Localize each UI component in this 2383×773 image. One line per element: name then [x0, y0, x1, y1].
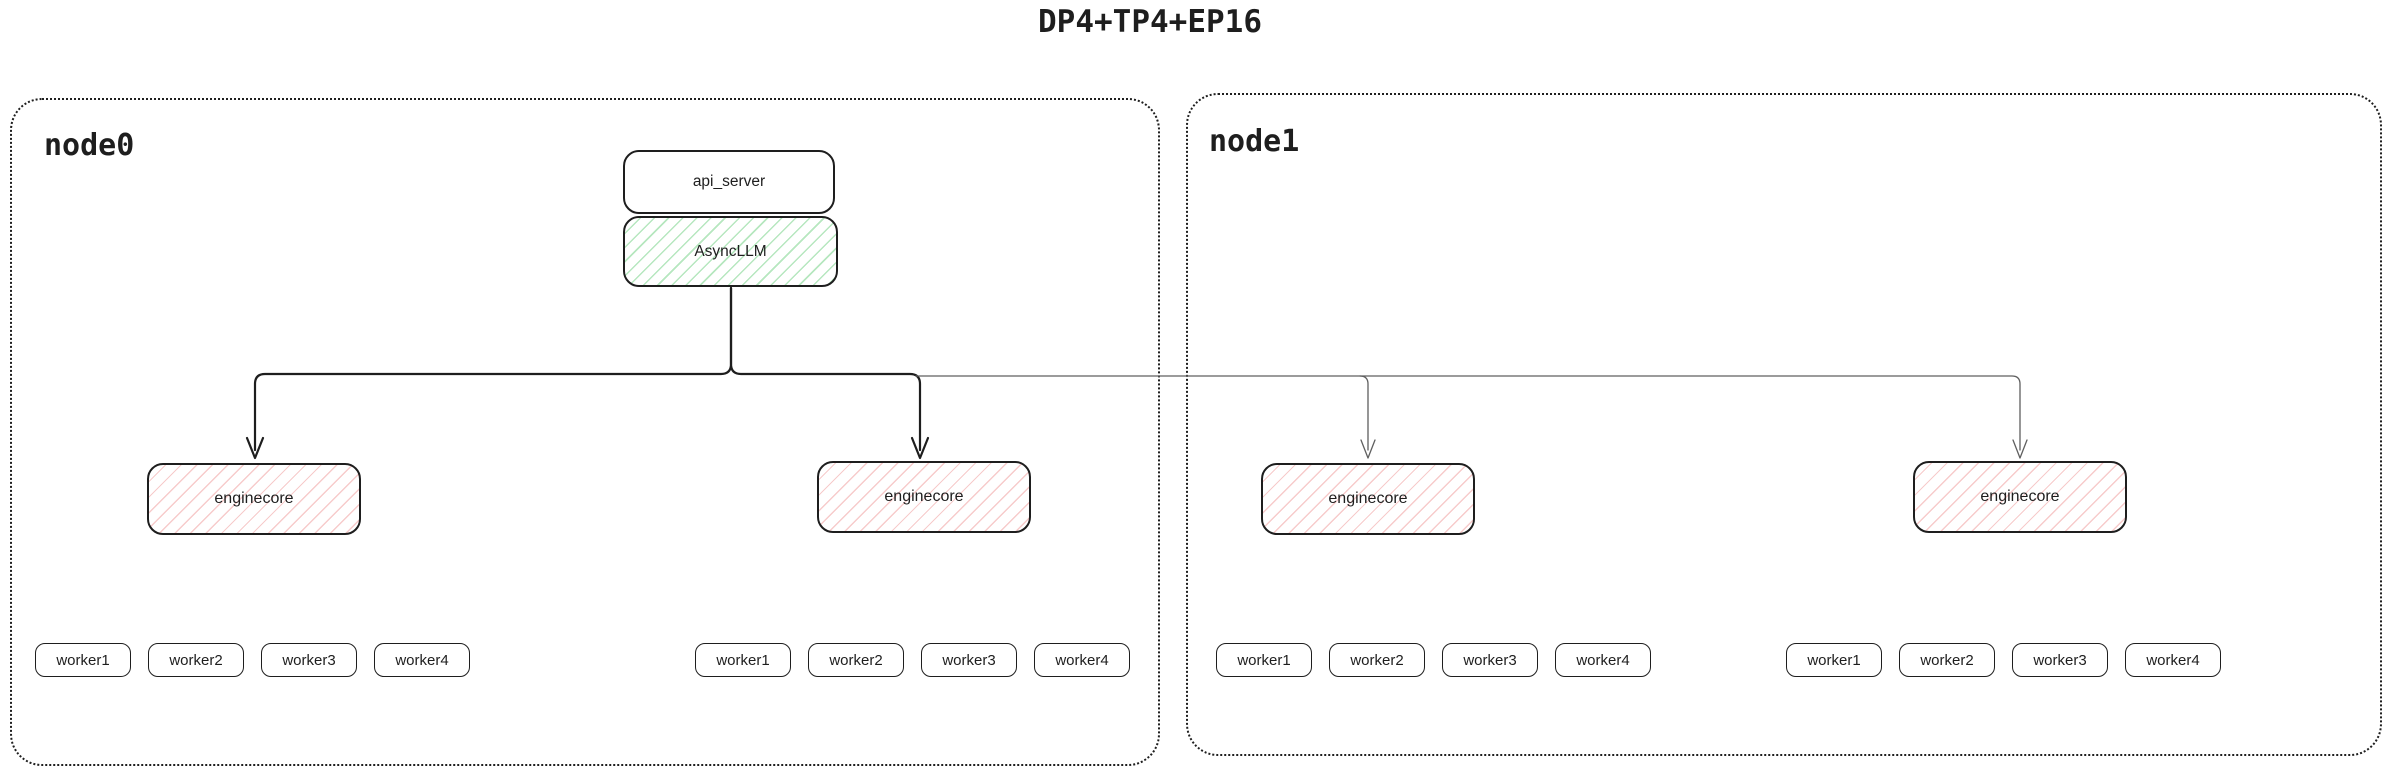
worker-box: worker1	[1216, 643, 1312, 677]
node0-enginecore-1-workers: worker1 worker2 worker3 worker4	[35, 643, 470, 677]
enginecore-label: enginecore	[214, 490, 294, 507]
worker-box: worker2	[1329, 643, 1425, 677]
node0-enginecore-1: enginecore	[147, 463, 361, 535]
worker-box: worker2	[1899, 643, 1995, 677]
node0-enginecore-2-workers: worker1 worker2 worker3 worker4	[695, 643, 1130, 677]
worker-box: worker1	[35, 643, 131, 677]
node1-enginecore-1-workers: worker1 worker2 worker3 worker4	[1216, 643, 1651, 677]
worker-box: worker3	[1442, 643, 1538, 677]
diagram-title: DP4+TP4+EP16	[1038, 4, 1262, 40]
enginecore-label: enginecore	[1328, 490, 1408, 507]
node0-label: node0	[44, 128, 135, 163]
worker-box: worker2	[148, 643, 244, 677]
asyncllm-box: AsyncLLM	[623, 216, 838, 287]
worker-box: worker1	[695, 643, 791, 677]
enginecore-label: enginecore	[884, 488, 964, 505]
api-server-label: api_server	[692, 173, 766, 190]
worker-box: worker4	[1555, 643, 1651, 677]
node1-enginecore-1: enginecore	[1261, 463, 1475, 535]
node1-enginecore-2: enginecore	[1913, 461, 2127, 533]
worker-box: worker3	[2012, 643, 2108, 677]
worker-box: worker4	[374, 643, 470, 677]
worker-box: worker4	[2125, 643, 2221, 677]
worker-box: worker2	[808, 643, 904, 677]
worker-box: worker3	[921, 643, 1017, 677]
asyncllm-label: AsyncLLM	[694, 242, 767, 260]
worker-box: worker4	[1034, 643, 1130, 677]
node0-enginecore-2: enginecore	[817, 461, 1031, 533]
api-server-box: api_server	[623, 150, 835, 214]
worker-box: worker1	[1786, 643, 1882, 677]
node1-enginecore-2-workers: worker1 worker2 worker3 worker4	[1786, 643, 2221, 677]
worker-box: worker3	[261, 643, 357, 677]
node1-label: node1	[1209, 124, 1300, 159]
enginecore-label: enginecore	[1980, 488, 2060, 505]
